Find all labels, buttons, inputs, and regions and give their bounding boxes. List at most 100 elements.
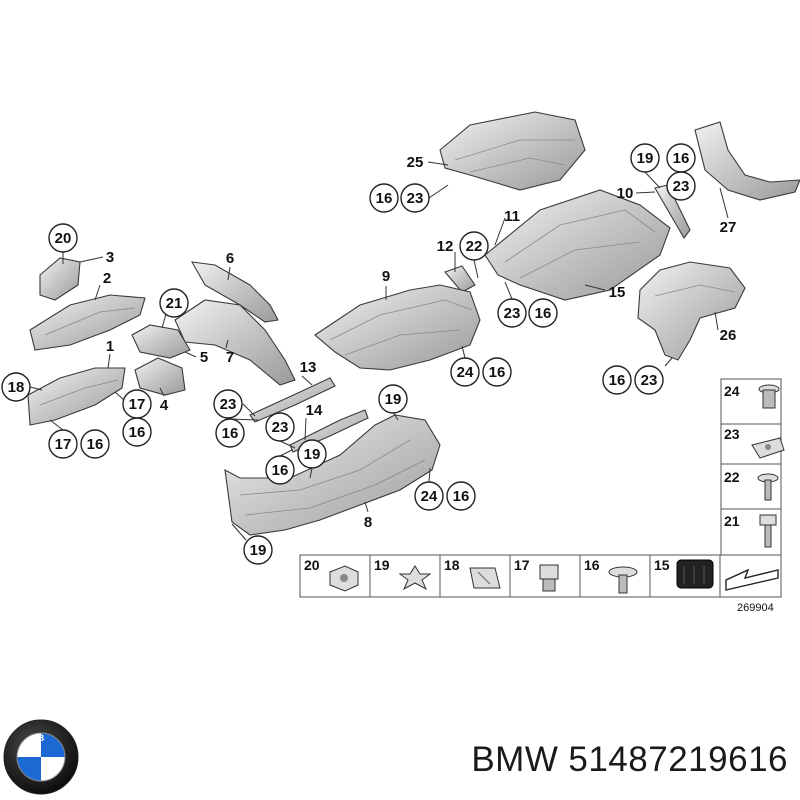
drawing-number: 269904 (737, 602, 774, 614)
callout-16: 16 (666, 143, 696, 173)
foam-strip-icon (676, 559, 714, 589)
callout-circle (378, 384, 408, 414)
callout-number: 15 (609, 284, 626, 301)
callout-circle (602, 365, 632, 395)
legend-label-23: 23 (724, 426, 740, 442)
callout-number: 25 (407, 154, 424, 171)
callout-number: 9 (382, 268, 390, 285)
callout-number: 5 (200, 349, 208, 366)
callout-16: 16 (122, 417, 152, 447)
callout-16: 16 (369, 183, 399, 213)
callout-14: 14 (306, 402, 323, 419)
callout-number: 16 (673, 150, 690, 167)
callout-circle (297, 439, 327, 469)
legend-label-15: 15 (654, 557, 670, 573)
callout-number: 23 (220, 396, 237, 413)
callout-number: 16 (272, 462, 289, 479)
callout-number: 23 (407, 190, 424, 207)
callout-number: 1 (106, 338, 114, 355)
callout-3: 3 (106, 249, 114, 266)
callout-number: 16 (489, 364, 506, 381)
callout-circle (215, 418, 245, 448)
callout-17: 17 (122, 389, 152, 419)
callout-7: 7 (226, 349, 234, 366)
part-number: 51487219616 (568, 740, 788, 779)
callout-circle (265, 412, 295, 442)
callout-number: 13 (300, 359, 317, 376)
callout-circle (265, 455, 295, 485)
callout-circle (80, 429, 110, 459)
callout-16: 16 (265, 455, 295, 485)
clip-nut-icon (751, 437, 785, 459)
callout-16: 16 (80, 429, 110, 459)
callout-17: 17 (48, 429, 78, 459)
callout-number: 8 (364, 514, 372, 531)
callout-number: 16 (609, 372, 626, 389)
callout-24: 24 (414, 481, 444, 511)
washer-screw-icon (608, 566, 638, 594)
callout-25: 25 (407, 154, 424, 171)
callout-26: 26 (720, 327, 737, 344)
callout-16: 16 (446, 481, 476, 511)
heat-shield-parts (27, 111, 800, 536)
callout-number: 10 (617, 185, 634, 202)
callout-number: 27 (720, 219, 737, 236)
callout-number: 16 (222, 425, 239, 442)
callout-19: 19 (243, 535, 273, 565)
callout-24: 24 (450, 357, 480, 387)
callout-number: 23 (673, 178, 690, 195)
callout-11: 11 (504, 208, 520, 225)
legend-label-24: 24 (724, 383, 740, 399)
callout-number: 4 (160, 397, 169, 414)
callout-circle (48, 429, 78, 459)
callout-16: 16 (482, 357, 512, 387)
callout-number: 16 (376, 190, 393, 207)
callout-number: 11 (504, 208, 520, 225)
callout-number: 23 (504, 305, 521, 322)
callout-number: 21 (166, 295, 183, 312)
callout-number: 2 (103, 270, 111, 287)
legend-label-16: 16 (584, 557, 600, 573)
callout-number: 24 (457, 364, 474, 381)
callout-15: 15 (609, 284, 626, 301)
callout-number: 7 (226, 349, 234, 366)
legend-label-19: 19 (374, 557, 390, 573)
callout-circle (459, 231, 489, 261)
callout-number: 19 (304, 446, 321, 463)
callout-number: 16 (453, 488, 470, 505)
callout-number: 16 (535, 305, 552, 322)
callout-number: 19 (250, 542, 267, 559)
callout-23: 23 (497, 298, 527, 328)
callout-circle (630, 143, 660, 173)
callout-circle (528, 298, 558, 328)
spring-clip-icon (469, 567, 501, 589)
legend-label-20: 20 (304, 557, 320, 573)
callout-circle (634, 365, 664, 395)
callout-19: 19 (297, 439, 327, 469)
callout-23: 23 (666, 171, 696, 201)
callout-number: 18 (8, 379, 25, 396)
callout-23: 23 (400, 183, 430, 213)
callout-22: 22 (459, 231, 489, 261)
legend-label-21: 21 (724, 513, 740, 529)
callout-16: 16 (215, 418, 245, 448)
callout-number: 3 (106, 249, 114, 266)
callout-number: 14 (306, 402, 323, 419)
callout-circle (446, 481, 476, 511)
flange-nut-icon (329, 565, 359, 592)
callout-18: 18 (1, 372, 31, 402)
callout-circle (400, 183, 430, 213)
bmw-logo: B (3, 719, 79, 795)
callout-circle (243, 535, 273, 565)
callout-number: 22 (466, 238, 483, 255)
callout-5: 5 (200, 349, 208, 366)
callout-circle (666, 171, 696, 201)
callout-21: 21 (159, 288, 189, 318)
expanding-nut-icon (758, 384, 780, 409)
callout-number: 12 (437, 238, 454, 255)
star-washer-icon (398, 565, 432, 591)
callout-10: 10 (617, 185, 634, 202)
callout-circle (213, 389, 243, 419)
callout-1: 1 (106, 338, 114, 355)
